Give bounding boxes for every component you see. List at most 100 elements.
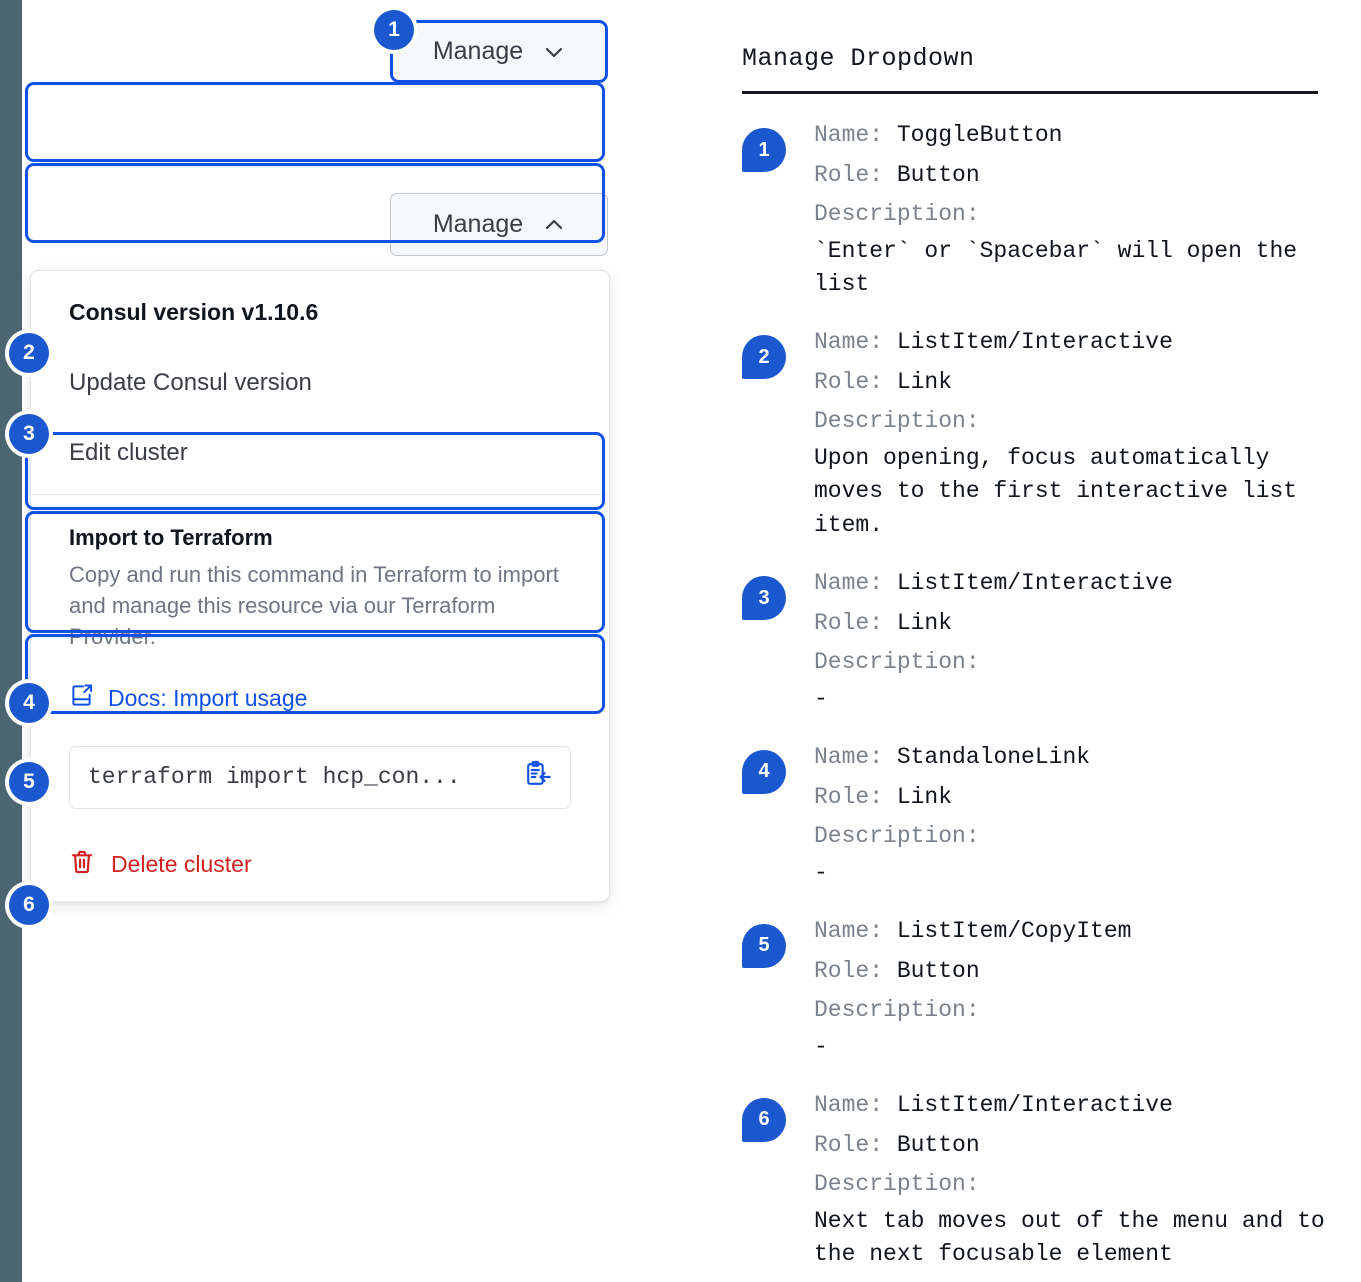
legend-role-line: Role: Link <box>814 604 1342 644</box>
legend-badge-column: 2 <box>742 323 814 380</box>
legend-name-value: ListItem/Interactive <box>896 1091 1173 1118</box>
legend-role-label: Role: <box>814 957 884 984</box>
legend-description-value: Next tab moves out of the menu and to th… <box>814 1207 1325 1267</box>
annotation-badge-4: 4 <box>9 683 49 723</box>
legend-description-value: `Enter` or `Spacebar` will open the list <box>814 237 1298 297</box>
left-demo-column: Manage Manage Consul version v1.10.6 Upd… <box>22 0 722 1282</box>
focus-ring-update-consul-version <box>25 82 605 162</box>
legend-badge-1: 1 <box>742 128 786 172</box>
annotation-legend-panel: Manage Dropdown 1 Name: ToggleButton Rol… <box>742 0 1342 1282</box>
legend-role-line: Role: Button <box>814 1126 1342 1166</box>
legend-entry-body: Name: ToggleButton Role: Button Descript… <box>814 116 1342 301</box>
legend-description-value: Upon opening, focus automatically moves … <box>814 444 1298 538</box>
chevron-down-icon <box>543 41 565 63</box>
legend-entry: 4 Name: StandaloneLink Role: Link Descri… <box>742 738 1342 890</box>
legend-role-label: Role: <box>814 368 884 395</box>
legend-role-line: Role: Link <box>814 778 1342 818</box>
copy-to-clipboard-icon[interactable] <box>524 760 552 795</box>
legend-role-line: Role: Button <box>814 952 1342 992</box>
manage-toggle-button-expanded[interactable]: Manage <box>390 193 608 256</box>
legend-entry: 3 Name: ListItem/Interactive Role: Link … <box>742 564 1342 716</box>
annotation-badge-5: 5 <box>9 762 49 802</box>
legend-entry-body: Name: ListItem/CopyItem Role: Button Des… <box>814 912 1342 1064</box>
dropdown-item-update-consul-version[interactable]: Update Consul version <box>69 369 312 396</box>
legend-role-value: Link <box>896 609 953 636</box>
dropdown-item-edit-cluster[interactable]: Edit cluster <box>69 439 188 466</box>
dropdown-section-title-import-terraform: Import to Terraform <box>69 525 273 550</box>
legend-description-value: - <box>814 685 828 712</box>
dropdown-code-copy-wrapper: terraform import hcp_con... <box>31 732 609 829</box>
terraform-import-command: terraform import hcp_con... <box>88 764 461 791</box>
legend-description-label: Description: <box>814 1171 980 1198</box>
legend-badge-2: 2 <box>742 335 786 380</box>
legend-name-label: Name: <box>814 329 884 356</box>
legend-badge-column: 3 <box>742 564 814 620</box>
app-left-rail <box>0 0 22 1282</box>
legend-role-label: Role: <box>814 1131 884 1158</box>
dropdown-header-consul-version: Consul version v1.10.6 <box>69 299 319 325</box>
dropdown-item-delete-cluster[interactable]: Delete cluster <box>31 829 609 901</box>
terraform-import-copy-item[interactable]: terraform import hcp_con... <box>69 745 571 809</box>
legend-name-label: Name: <box>814 743 884 770</box>
legend-name-value: ListItem/Interactive <box>896 570 1173 596</box>
legend-role-line: Role: Button <box>814 156 1342 196</box>
legend-name-line: Name: ListItem/Interactive <box>814 323 1342 363</box>
legend-entry-body: Name: StandaloneLink Role: Link Descript… <box>814 738 1342 890</box>
legend-description-label: Description: <box>814 649 980 676</box>
legend-badge-4: 4 <box>742 749 786 794</box>
legend-entry: 1 Name: ToggleButton Role: Button Descri… <box>742 116 1342 301</box>
legend-name-label: Name: <box>814 122 884 148</box>
legend-description-value: - <box>814 859 828 886</box>
legend-name-value: ListItem/CopyItem <box>896 917 1132 944</box>
dropdown-item-docs-import-usage[interactable]: Docs: Import usage <box>31 665 609 732</box>
legend-role-value: Button <box>896 161 980 188</box>
manage-button-label: Manage <box>432 37 524 65</box>
manage-button-label-expanded: Manage <box>432 210 524 238</box>
legend-badge-6: 6 <box>742 1097 786 1142</box>
legend-role-value: Button <box>896 1131 980 1158</box>
delete-cluster-label: Delete cluster <box>111 851 252 878</box>
annotation-badge-6: 6 <box>9 885 49 925</box>
legend-name-line: Name: ListItem/Interactive <box>814 564 1342 604</box>
docs-link-label: Docs: Import usage <box>108 684 308 711</box>
legend-name-value: ToggleButton <box>896 122 1063 148</box>
legend-description-label: Description: <box>814 997 980 1024</box>
legend-role-value: Link <box>896 783 953 810</box>
legend-badge-5: 5 <box>742 923 786 968</box>
annotation-badge-3: 3 <box>9 414 49 454</box>
legend-name-line: Name: ListItem/Interactive <box>814 1086 1342 1126</box>
chevron-up-icon <box>543 214 565 236</box>
legend-role-value: Link <box>896 368 953 395</box>
legend-entry: 2 Name: ListItem/Interactive Role: Link … <box>742 323 1342 542</box>
legend-badge-column: 6 <box>742 1086 814 1142</box>
legend-role-label: Role: <box>814 609 884 636</box>
legend-name-label: Name: <box>814 917 884 944</box>
legend-name-line: Name: ToggleButton <box>814 116 1342 156</box>
legend-entry: 6 Name: ListItem/Interactive Role: Butto… <box>742 1086 1342 1271</box>
legend-role-line: Role: Link <box>814 363 1342 403</box>
legend-name-value: StandaloneLink <box>896 743 1091 770</box>
legend-badge-column: 1 <box>742 116 814 172</box>
legend-entry-body: Name: ListItem/Interactive Role: Link De… <box>814 323 1342 542</box>
legend-entry-body: Name: ListItem/Interactive Role: Link De… <box>814 564 1342 716</box>
legend-badge-column: 5 <box>742 912 814 968</box>
legend-description-label: Description: <box>814 823 980 850</box>
manage-toggle-button-collapsed[interactable]: Manage <box>390 20 608 83</box>
legend-description-label: Description: <box>814 201 980 228</box>
trash-icon <box>69 849 95 881</box>
manage-dropdown-panel: Consul version v1.10.6 Update Consul ver… <box>30 270 610 902</box>
dropdown-divider <box>31 494 609 495</box>
legend-entry-list: 1 Name: ToggleButton Role: Button Descri… <box>742 116 1342 1271</box>
legend-badge-column: 4 <box>742 738 814 794</box>
legend-name-label: Name: <box>814 570 884 596</box>
dropdown-section-description: Copy and run this command in Terraform t… <box>69 562 559 650</box>
annotation-badge-1: 1 <box>374 10 414 50</box>
legend-name-value: ListItem/Interactive <box>896 329 1173 356</box>
legend-role-label: Role: <box>814 161 884 188</box>
legend-entry: 5 Name: ListItem/CopyItem Role: Button D… <box>742 912 1342 1064</box>
legend-name-label: Name: <box>814 1091 884 1118</box>
legend-badge-3: 3 <box>742 576 786 620</box>
annotation-badge-2: 2 <box>9 333 49 373</box>
legend-role-value: Button <box>896 957 980 984</box>
